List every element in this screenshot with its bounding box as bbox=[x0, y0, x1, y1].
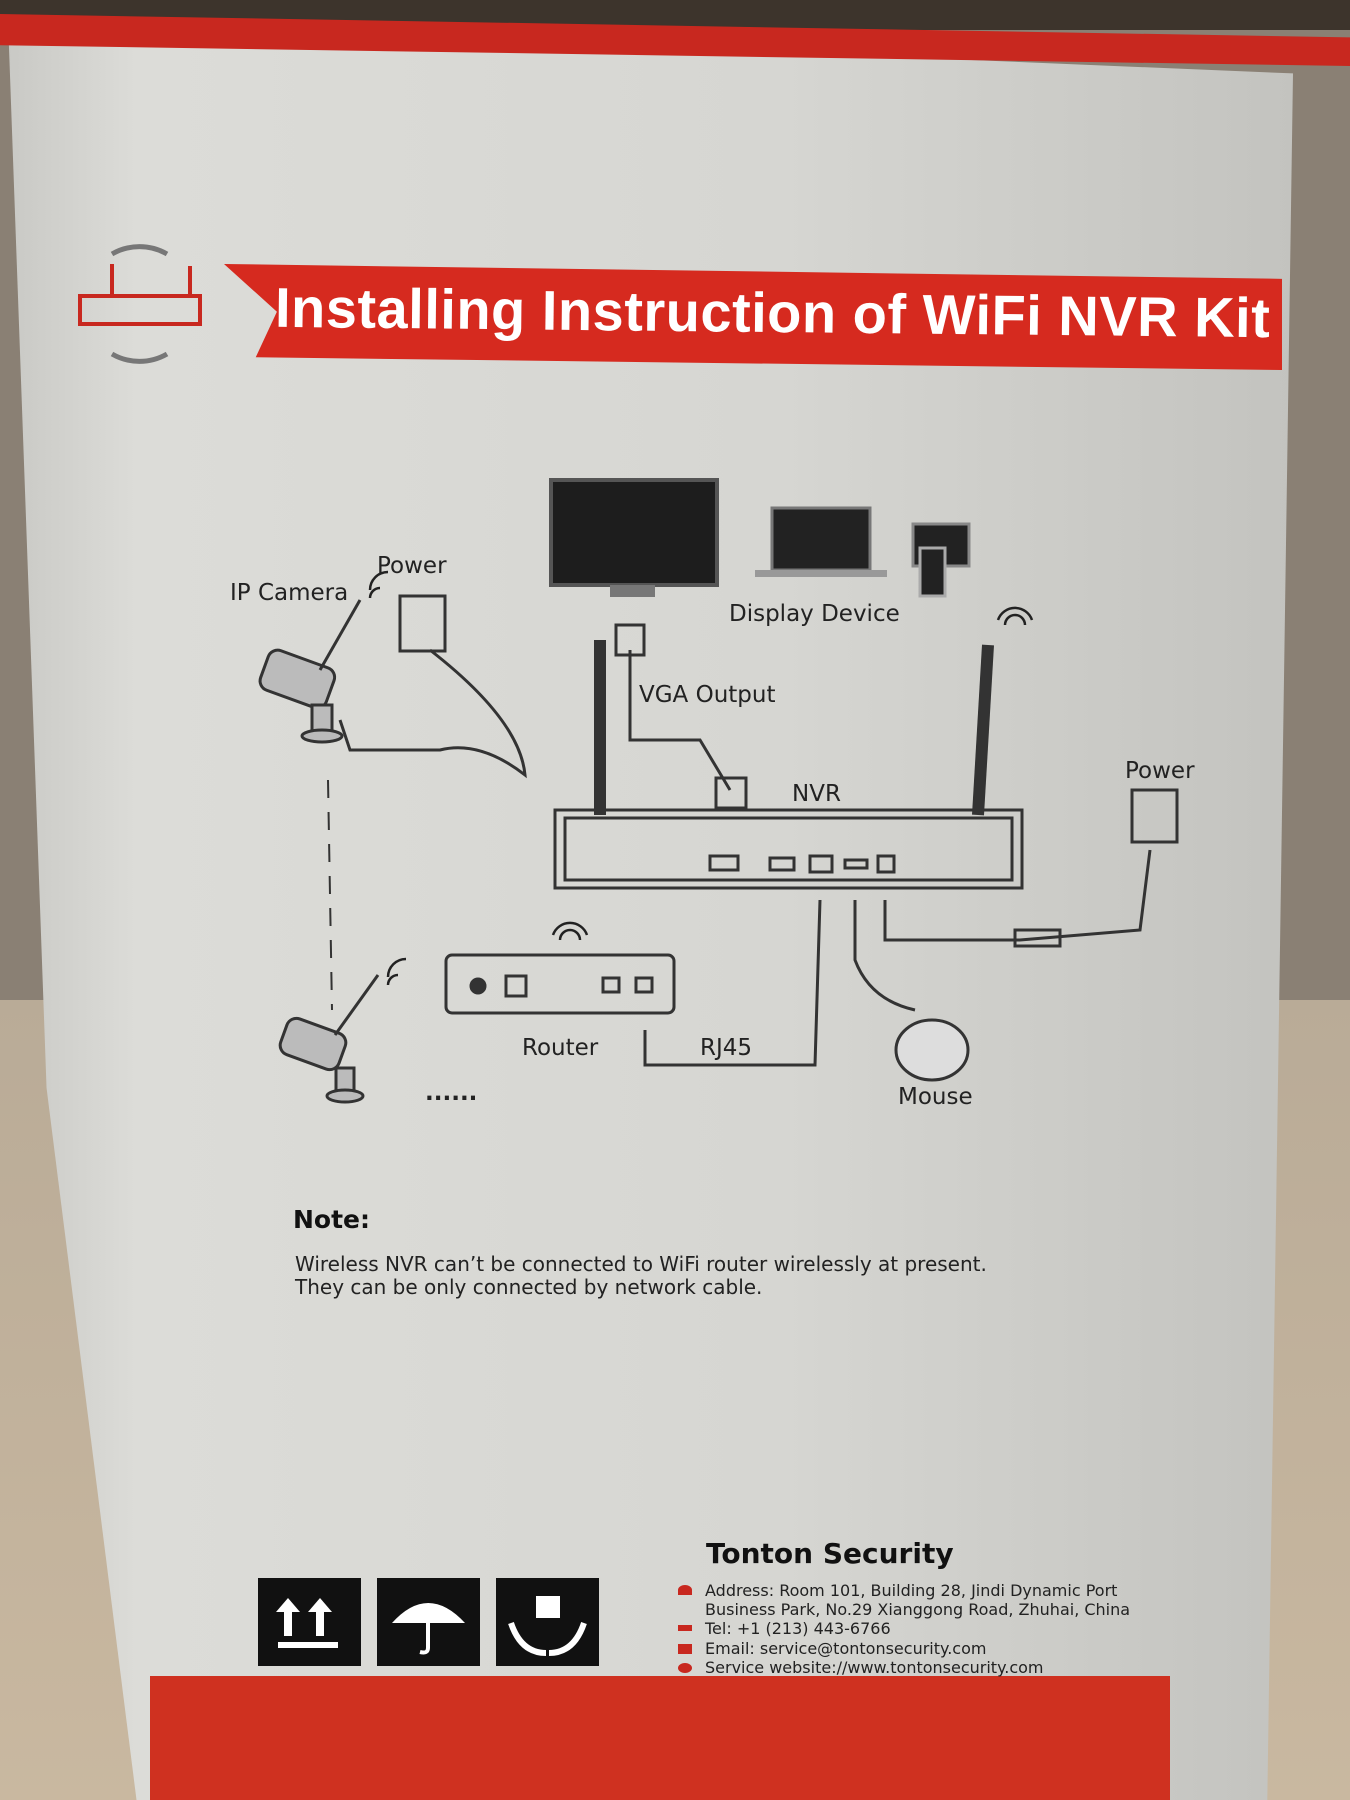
location-icon bbox=[678, 1585, 692, 1595]
telephone: Tel: +1 (213) 443-6766 bbox=[705, 1619, 891, 1638]
wifi-signal-icons bbox=[368, 570, 1034, 986]
phone-icon bbox=[678, 1625, 692, 1631]
note-title: Note: bbox=[293, 1205, 371, 1234]
label-power-right: Power bbox=[1125, 758, 1195, 784]
monitor-icon bbox=[549, 478, 719, 597]
laptop-icon bbox=[755, 506, 887, 577]
address-line-1: Address: Room 101, Building 28, Jindi Dy… bbox=[705, 1581, 1118, 1600]
website: Service website://www.tontonsecurity.com bbox=[705, 1658, 1044, 1677]
label-nvr: NVR bbox=[792, 781, 841, 807]
cables bbox=[338, 623, 1152, 1067]
more-cameras-dots: ...... bbox=[425, 1080, 478, 1106]
nvr-logo-icon bbox=[78, 244, 202, 364]
connection-diagram bbox=[258, 478, 1179, 1104]
power-outlet-left-icon bbox=[398, 594, 447, 653]
keep-dry-icon bbox=[377, 1578, 480, 1666]
email: Email: service@tontonsecurity.com bbox=[705, 1639, 987, 1658]
label-power-left: Power bbox=[377, 553, 447, 579]
email-icon bbox=[678, 1644, 692, 1654]
ip-camera-icon bbox=[258, 599, 362, 744]
tablet-phone-icon bbox=[911, 522, 971, 598]
this-side-up-icon bbox=[258, 1578, 361, 1666]
note-line-1: Wireless NVR can’t be connected to WiFi … bbox=[295, 1252, 987, 1276]
address-line-2: Business Park, No.29 Xianggong Road, Zhu… bbox=[705, 1600, 1131, 1619]
title-banner bbox=[224, 264, 1282, 370]
wireless-link-dashed-line bbox=[327, 779, 333, 1011]
label-router: Router bbox=[522, 1035, 599, 1061]
company-name: Tonton Security bbox=[706, 1537, 954, 1570]
label-ip-camera: IP Camera bbox=[230, 580, 349, 606]
router-device bbox=[444, 953, 676, 1015]
red-stripe-bottom bbox=[150, 1676, 1170, 1800]
note-line-2: They can be only connected by network ca… bbox=[295, 1275, 763, 1299]
label-vga-output: VGA Output bbox=[639, 682, 776, 708]
label-rj45: RJ45 bbox=[700, 1035, 753, 1061]
power-outlet-right-icon bbox=[1130, 788, 1179, 844]
mouse-icon bbox=[894, 1018, 970, 1082]
label-display-device: Display Device bbox=[729, 601, 900, 627]
fragile-handle-with-care-icon bbox=[496, 1578, 599, 1666]
label-mouse: Mouse bbox=[898, 1084, 973, 1110]
nvr-device bbox=[553, 640, 1024, 890]
website-icon bbox=[678, 1663, 692, 1673]
ip-camera-2-icon bbox=[278, 974, 380, 1104]
